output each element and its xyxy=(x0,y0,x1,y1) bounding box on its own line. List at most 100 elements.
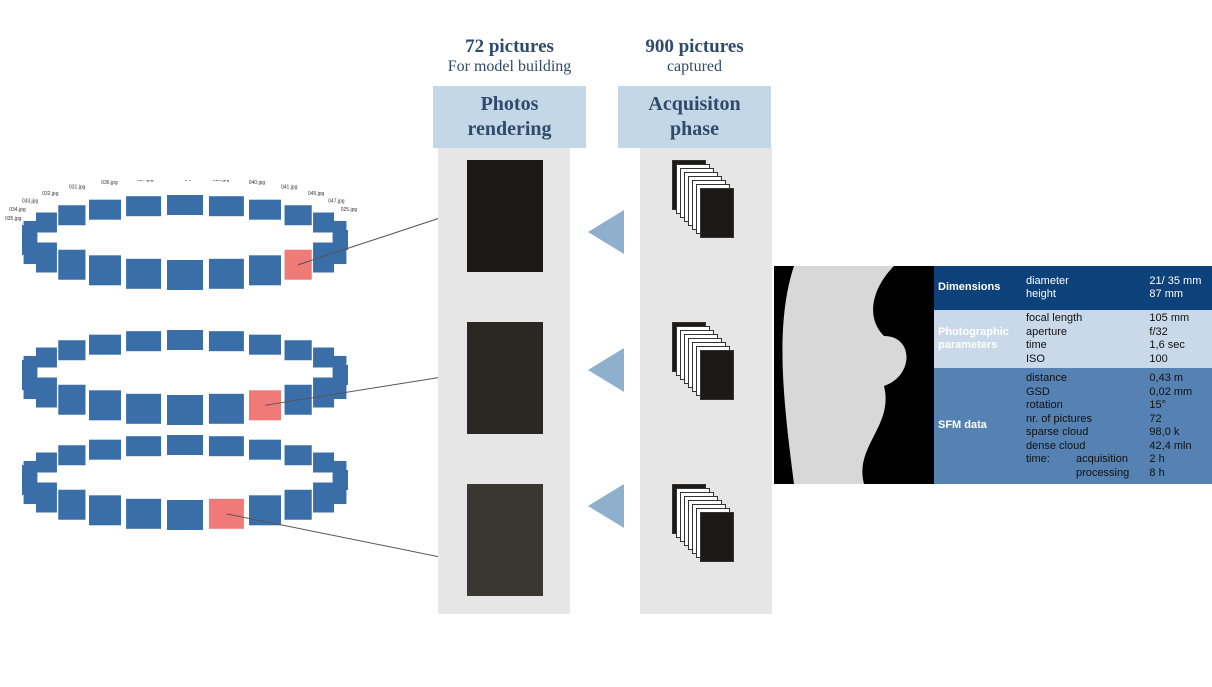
camera-position-segment xyxy=(89,255,121,286)
photos-rendering-box: Photos rendering xyxy=(433,86,586,148)
camera-image-label: 047.jpg xyxy=(328,199,345,205)
captured-photo-thumbnail xyxy=(700,512,734,562)
camera-position-segment xyxy=(208,393,244,424)
sfm-label: SFM data xyxy=(938,419,987,432)
camera-image-label: 033.jpg xyxy=(22,199,39,205)
connector-line xyxy=(297,217,440,266)
value: 100 xyxy=(1149,352,1168,365)
camera-position-segment xyxy=(332,369,347,400)
camera-position-segment xyxy=(58,340,86,361)
camera-position-segment xyxy=(35,242,57,273)
camera-position-segment xyxy=(332,220,347,241)
key: aperture xyxy=(1026,325,1067,338)
camera-image-label: 035.jpg xyxy=(5,216,22,222)
label-line: Photographic xyxy=(938,325,1009,338)
key: dense cloud xyxy=(1026,439,1086,452)
value: 8 h xyxy=(1149,466,1165,479)
key: nr. of pictures xyxy=(1026,412,1093,425)
captured-photo-thumbnail xyxy=(700,350,734,400)
camera-position-segment xyxy=(35,452,57,473)
camera-position-segment xyxy=(58,205,86,226)
camera-image-label: 032.jpg xyxy=(42,191,59,197)
camera-position-segment xyxy=(313,347,335,368)
camera-position-segment xyxy=(208,498,244,529)
camera-position-segment xyxy=(126,196,162,217)
connector-line xyxy=(264,376,440,406)
camera-position-segment xyxy=(126,258,162,289)
camera-position-segment xyxy=(284,445,312,466)
camera-position-segment xyxy=(284,489,312,520)
captured-photo-thumbnail xyxy=(700,188,734,238)
statuette-photo-middle xyxy=(467,322,543,434)
camera-image-label: 031.jpg xyxy=(69,185,86,191)
arrow-left-icon xyxy=(588,348,624,392)
value: 0,43 m xyxy=(1149,372,1184,384)
camera-position-segment xyxy=(89,390,121,421)
camera-position-segment xyxy=(208,331,244,352)
key: diameter xyxy=(1026,274,1069,287)
key: time xyxy=(1026,339,1047,351)
camera-position-segment xyxy=(208,436,244,457)
camera-image-label: 025.jpg xyxy=(341,207,358,213)
camera-position-segment xyxy=(284,340,312,361)
render-count: 72 pictures xyxy=(465,36,554,57)
camera-position-segment xyxy=(249,439,281,460)
value: 98,0 k xyxy=(1149,426,1180,438)
title-line: Acquisiton xyxy=(648,93,741,115)
value: 105 mm xyxy=(1149,312,1190,324)
key: distance xyxy=(1026,372,1067,384)
camera-position-segment xyxy=(332,234,347,265)
title-line: Photos xyxy=(480,93,539,115)
value: 2 h xyxy=(1149,453,1165,465)
value: 42,4 mln xyxy=(1149,439,1192,452)
camera-position-segment xyxy=(89,439,121,460)
value: 21/ 35 mm xyxy=(1149,274,1202,287)
key: focal length xyxy=(1026,312,1083,324)
camera-image-label: 034.jpg xyxy=(9,207,26,213)
camera-position-segment xyxy=(313,377,335,408)
camera-image-label: 045.jpg xyxy=(308,191,325,197)
camera-position-segment xyxy=(313,242,335,273)
key: ISO xyxy=(1026,352,1045,365)
acquisition-header: 900 pictures captured xyxy=(618,36,771,76)
camera-position-segment xyxy=(23,355,38,376)
camera-position-segment xyxy=(35,347,57,368)
key: processing xyxy=(1076,466,1130,479)
camera-image-label: 038.jpg xyxy=(175,180,192,182)
camera-position-segment xyxy=(89,199,121,220)
value: 0,02 mm xyxy=(1149,385,1193,398)
arrow-left-icon xyxy=(588,210,624,254)
camera-position-segment xyxy=(313,452,335,473)
connector-line xyxy=(226,513,440,558)
camera-position-segment xyxy=(58,445,86,466)
camera-position-segment xyxy=(89,495,121,526)
camera-position-segment xyxy=(313,212,335,233)
camera-position-segment xyxy=(35,212,57,233)
title-line: rendering xyxy=(467,118,552,140)
camera-position-segment xyxy=(332,355,347,376)
camera-position-segment xyxy=(249,199,281,220)
camera-position-segment xyxy=(35,377,57,408)
camera-image-label: 040.jpg xyxy=(249,180,266,186)
camera-position-segment xyxy=(89,334,121,355)
camera-position-segment xyxy=(35,482,57,513)
camera-position-segment xyxy=(208,196,244,217)
camera-image-label: 036.jpg xyxy=(101,180,118,186)
camera-position-segment xyxy=(313,482,335,513)
arrow-left-icon xyxy=(588,484,624,528)
camera-position-segment xyxy=(167,395,203,425)
value: 72 xyxy=(1149,412,1162,425)
camera-image-label: 041.jpg xyxy=(281,185,298,191)
camera-position-segment xyxy=(58,489,86,520)
render-subtitle: For model building xyxy=(447,58,572,75)
camera-position-segment xyxy=(249,334,281,355)
camera-position-segment xyxy=(208,258,244,289)
